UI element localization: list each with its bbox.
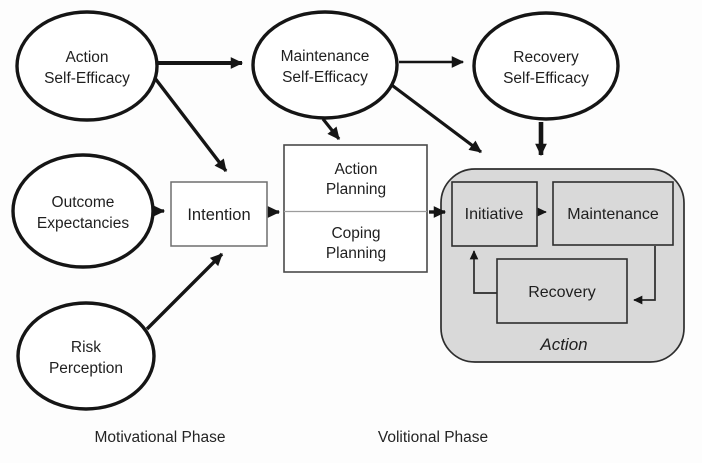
intention-label: Intention xyxy=(187,206,250,224)
maintenance-label: Maintenance xyxy=(567,206,659,223)
maintenance-box xyxy=(552,181,674,246)
maintenance-se-label-line2: Self-Efficacy xyxy=(282,69,368,86)
arrow-recovery-to-initiative xyxy=(469,250,497,294)
arrow-maintenance-se-to-action-stage xyxy=(388,81,482,154)
initiative-label: Initiative xyxy=(465,206,524,223)
arrow-maintenance-to-recovery xyxy=(633,246,656,305)
recovery-se-label-line2: Self-Efficacy xyxy=(503,70,589,87)
risk-label-line2: Perception xyxy=(49,360,123,377)
recovery-se-label-line1: Recovery xyxy=(513,49,579,66)
action-planning-label-line1: Action xyxy=(334,161,377,178)
arrow-maintenance-se-to-planning xyxy=(321,118,341,140)
node-maintenance-self-efficacy xyxy=(251,10,399,120)
coping-planning-label-line2: Planning xyxy=(326,245,386,262)
intention-box xyxy=(170,181,268,247)
outcome-label-line1: Outcome xyxy=(52,194,115,211)
node-risk-perception xyxy=(16,301,156,411)
arrow-risk-to-intention xyxy=(145,252,224,331)
node-action-self-efficacy xyxy=(15,10,159,122)
recovery-box xyxy=(496,258,628,324)
label-volitional-phase: Volitional Phase xyxy=(378,429,488,446)
label-motivational-phase: Motivational Phase xyxy=(95,429,226,446)
action-stage-label: Action xyxy=(539,335,587,354)
arrow-action-se-to-intention xyxy=(149,71,228,173)
node-recovery-self-efficacy xyxy=(472,11,620,121)
action-se-label-line1: Action xyxy=(65,49,108,66)
initiative-box xyxy=(451,181,538,247)
maintenance-se-label-line1: Maintenance xyxy=(281,48,370,65)
planning-box xyxy=(283,144,428,273)
recovery-label: Recovery xyxy=(528,284,596,301)
action-planning-label-line2: Planning xyxy=(326,181,386,198)
action-se-label-line2: Self-Efficacy xyxy=(44,70,130,87)
risk-label-line1: Risk xyxy=(71,339,101,356)
outcome-label-line2: Expectancies xyxy=(37,215,129,232)
coping-planning-label-line1: Coping xyxy=(331,225,380,242)
node-outcome-expectancies xyxy=(11,153,155,269)
